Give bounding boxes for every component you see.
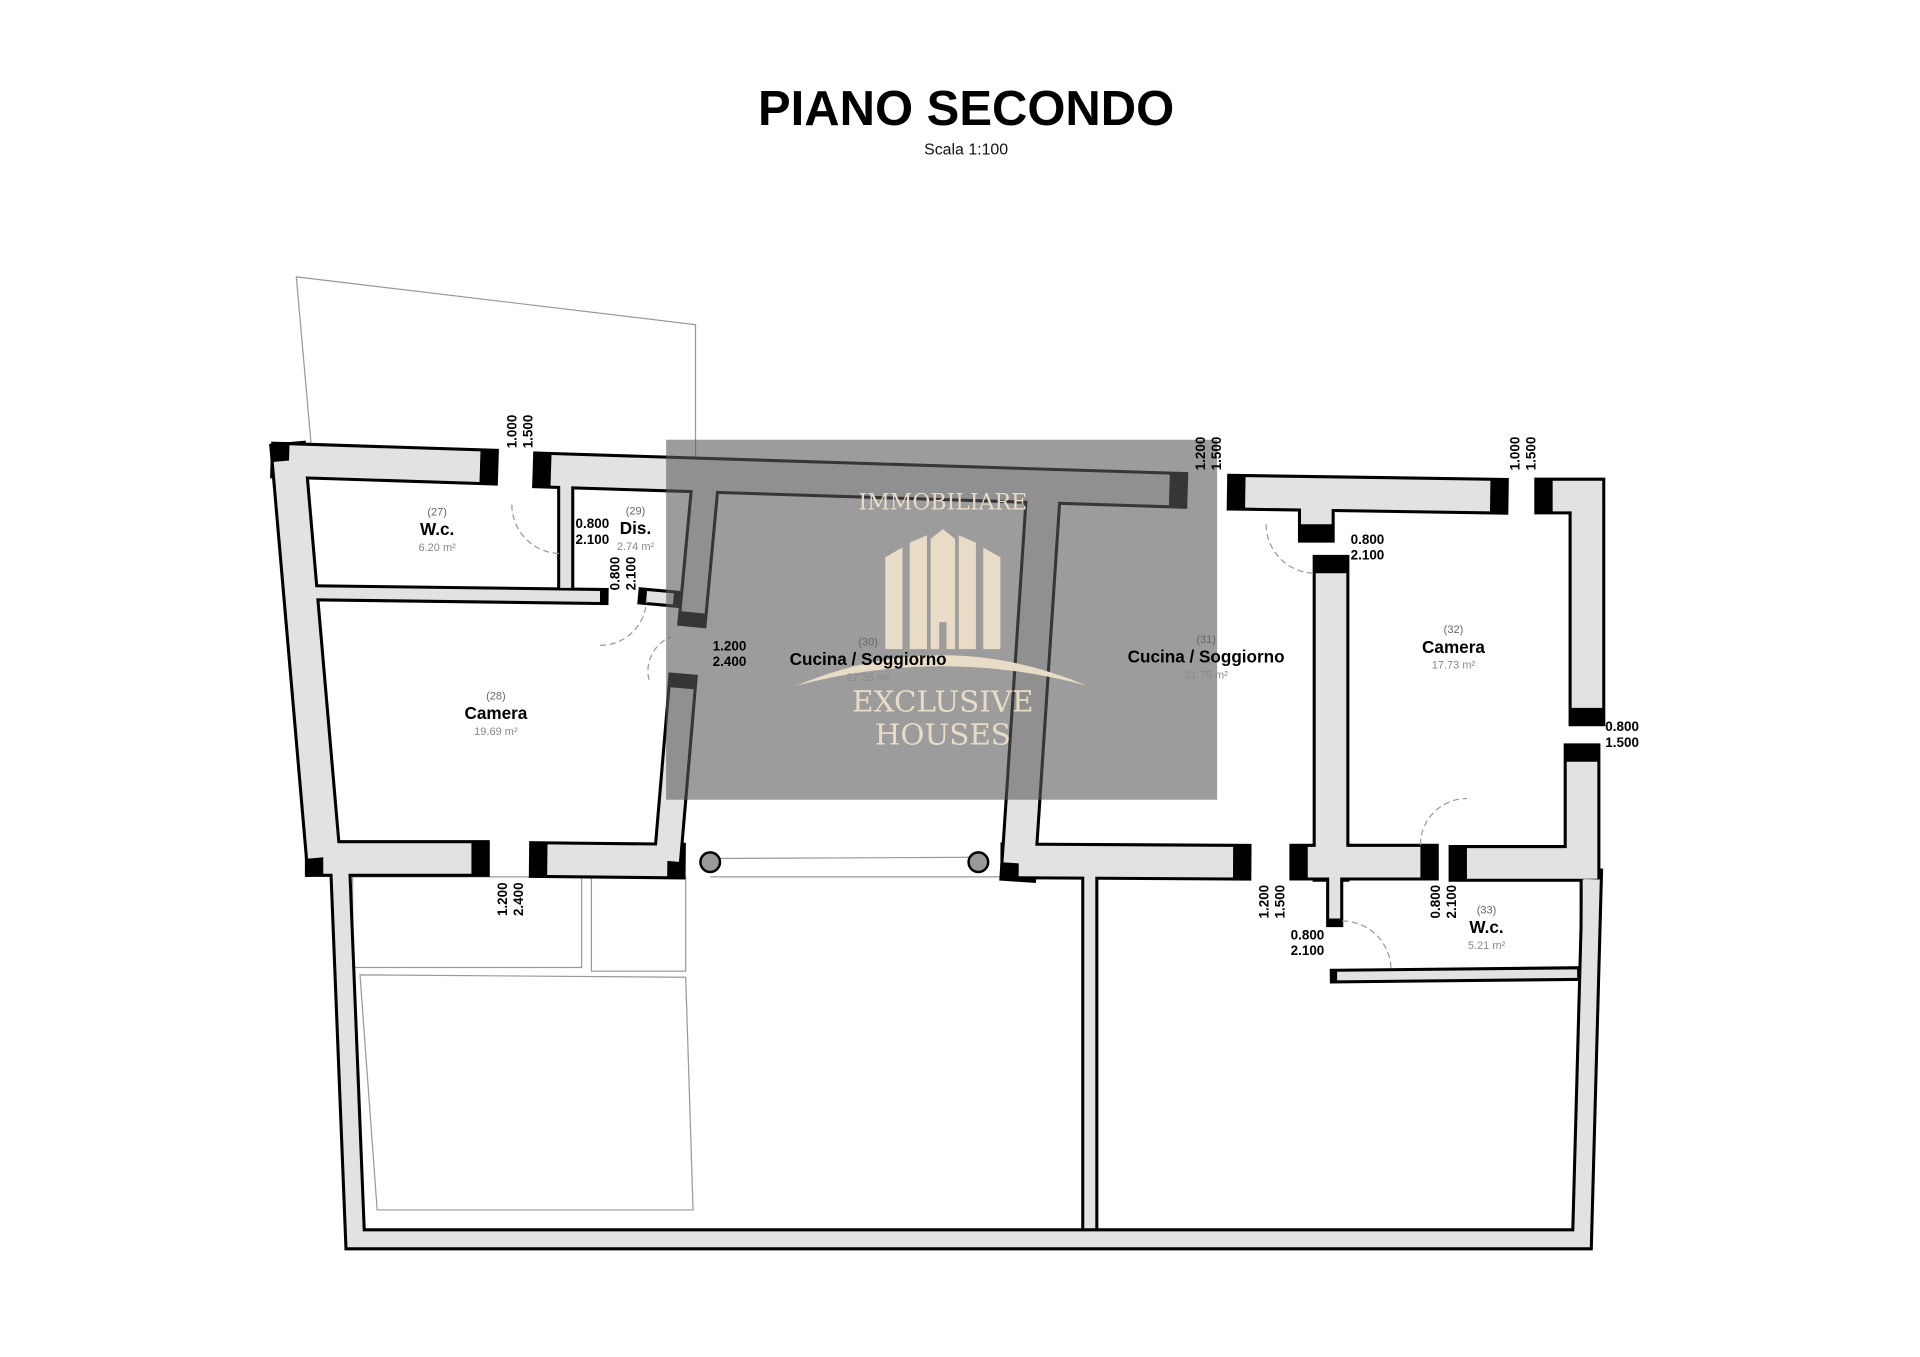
door-swings [511,504,1467,970]
opening-height: 1.500 [1524,437,1539,471]
wall-fill [312,587,601,602]
opening-height: 2.100 [624,557,639,591]
wall [328,860,1604,1251]
opening-width: 0.800 [608,557,623,591]
opening-height: 2.100 [1351,548,1385,563]
opening-width: 1.000 [1508,437,1523,471]
room-name: W.c. [420,519,454,539]
wall-fill [288,445,481,482]
room-label: (30)Cucina / Soggiorno 27.35 m² [790,636,947,684]
room-area: 19.69 m² [474,726,518,738]
room-number: (28) [486,690,506,702]
room-label: (28)Camera 19.69 m² [464,690,527,738]
wall-fill [273,459,339,859]
room-number: (27) [427,507,447,519]
opening-width: 1.200 [495,882,510,916]
wall-fill [1552,480,1603,708]
room-area: 5.21 m² [1468,940,1506,952]
room-name: Cucina / Soggiorno [790,649,947,669]
room-labels: (27)W.c.6.20 m²(29)Dis.2.74 m²(28)Camera… [418,505,1505,952]
wall-fill [332,871,1600,1248]
opening-width: 1.200 [1257,885,1272,919]
room-area: 2.74 m² [617,541,655,553]
watermark-line2: EXCLUSIVE [852,685,1033,719]
opening-width: 0.800 [1291,927,1325,942]
opening-height: 1.500 [1605,735,1639,750]
room-number: (31) [1196,634,1216,646]
building-logo-icon [795,529,1088,686]
opening-height: 2.100 [1291,943,1325,958]
room-label: (33)W.c. 5.21 m² [1468,905,1506,953]
room-number: (32) [1444,624,1464,636]
opening-height: 2.400 [713,654,747,669]
plan-scale: Scala 1:100 [924,141,1008,158]
watermark-line1: IMMOBILIARE [859,491,1028,516]
opening-height: 2.100 [1444,885,1459,919]
room-label: (27)W.c. 6.20 m² [418,507,456,555]
opening-width: 0.800 [576,516,610,531]
wall-fill [1245,477,1491,512]
opening-width: 0.800 [1428,885,1443,919]
wall-fill [1337,969,1578,981]
opening-height: 2.100 [576,532,610,547]
room-number: (30) [858,636,878,648]
opening-height: 1.500 [1209,437,1224,471]
opening-width: 1.000 [505,415,520,449]
room-label: (32)Camera 17.73 m² [1422,624,1485,672]
room-name: W.c. [1469,917,1503,937]
opening-height: 1.500 [521,415,536,449]
room-area: 21.75 m² [1184,670,1228,682]
columns [699,851,990,874]
room-number: (33) [1477,905,1497,917]
room-area: 27.35 m² [846,672,890,684]
room-area: 6.20 m² [418,542,456,554]
room-name: Camera [464,703,527,723]
opening-width: 1.200 [1193,437,1208,471]
room-area: 17.73 m² [1432,660,1476,672]
room-label: (29)Dis. 2.74 m² [617,505,655,553]
watermark-line3: HOUSES [875,718,1011,752]
room-name: Cucina / Soggiorno [1128,647,1285,667]
watermark-logo: IMMOBILIARE EXCLUSIVE HOUSES [795,491,1088,752]
wall-fill [1018,845,1234,878]
room-number: (29) [626,505,646,517]
wall-fill [547,844,668,877]
column [967,851,990,874]
room-name: Camera [1422,637,1485,657]
opening-height: 1.500 [1272,885,1287,919]
opening-width: 0.800 [1605,719,1639,734]
walls [269,440,1606,1251]
opening-width: 1.200 [713,638,747,653]
room-name: Dis. [620,518,651,538]
plan-title: PIANO SECONDO [758,82,1174,136]
room-label: (31)Cucina / Soggiorno 21.75 m² [1128,634,1285,682]
opening-width: 0.800 [1351,532,1385,547]
opening-height: 2.400 [511,882,526,916]
column [699,851,722,874]
wall-fill [1466,761,1598,879]
